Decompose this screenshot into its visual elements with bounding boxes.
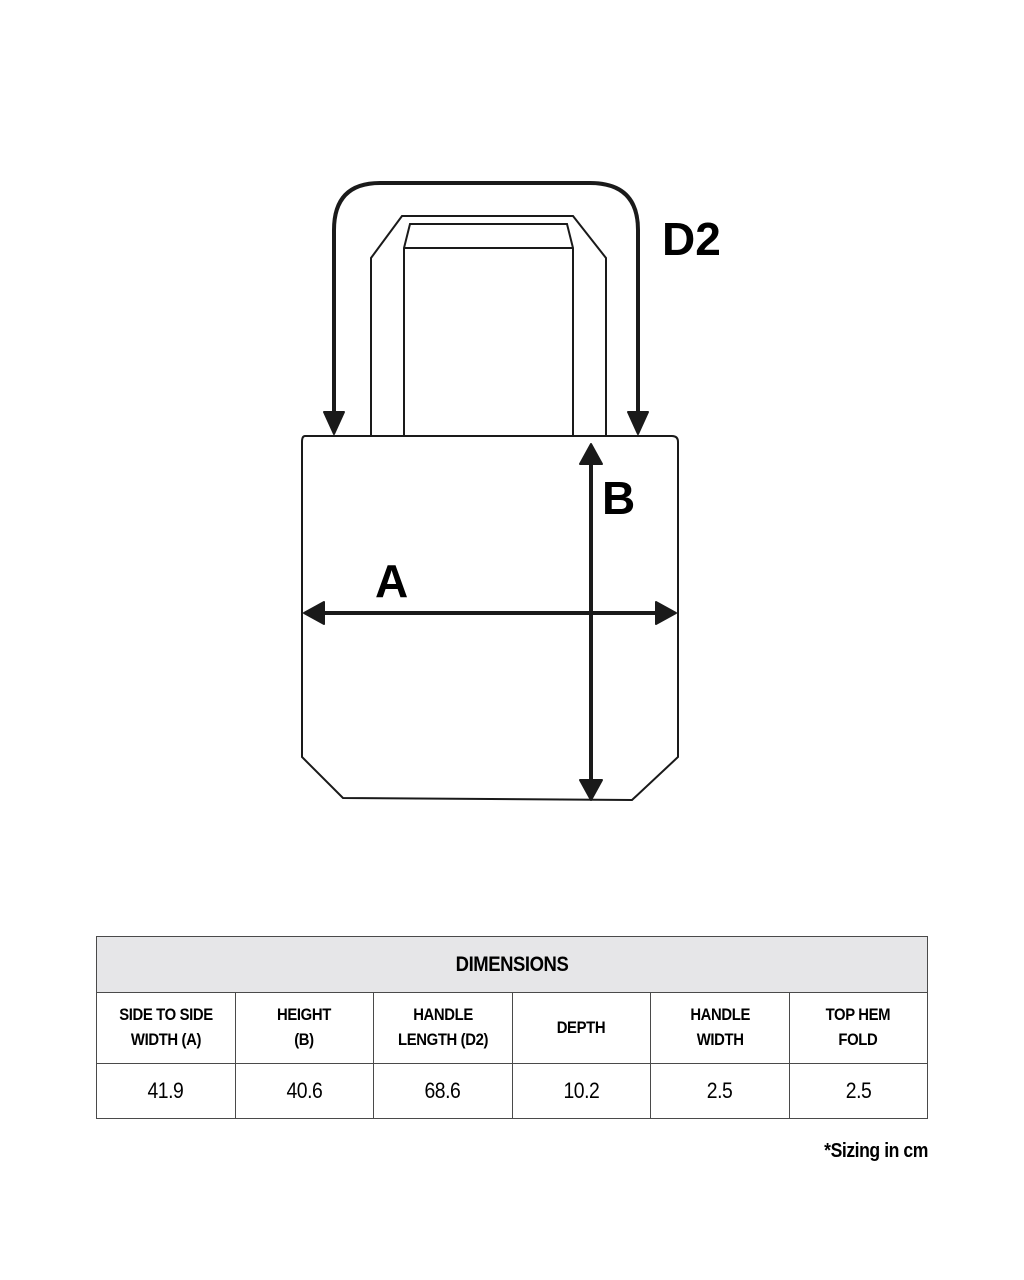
value-text: 41.9 <box>147 1078 184 1103</box>
value-side-to-side-width: 41.9 <box>96 1063 236 1119</box>
value-height: 40.6 <box>234 1063 374 1119</box>
a-arrowhead-left <box>303 601 325 625</box>
tote-bag-diagram: D2 B A <box>301 181 721 802</box>
d2-arrowhead-right <box>627 411 649 435</box>
header-side-to-side-width: SIDE TO SIDE WIDTH (A) <box>96 992 236 1064</box>
value-handle-width: 2.5 <box>650 1063 790 1119</box>
header-text: HEIGHT (B) <box>277 1006 332 1049</box>
value-text: 40.6 <box>286 1078 323 1103</box>
bag-handle-outer <box>370 215 607 436</box>
d2-handle-length-arrow <box>332 181 640 420</box>
bag-body-outline <box>301 435 679 802</box>
dimensions-table-title: DIMENSIONS <box>96 936 928 993</box>
value-handle-length: 68.6 <box>373 1063 513 1119</box>
sizing-footnote: *Sizing in cm <box>824 1140 928 1162</box>
value-text: 68.6 <box>424 1078 461 1103</box>
header-handle-width: HANDLE WIDTH <box>650 992 790 1064</box>
value-text: 10.2 <box>563 1078 600 1103</box>
value-text: 2.5 <box>706 1078 733 1103</box>
a-arrowhead-right <box>655 601 677 625</box>
label-a: A <box>375 555 408 607</box>
value-top-hem-fold: 2.5 <box>788 1063 928 1119</box>
header-text: SIDE TO SIDE WIDTH (A) <box>118 1006 213 1049</box>
label-d2: D2 <box>662 213 721 265</box>
dimensions-header-row: SIDE TO SIDE WIDTH (A) HEIGHT (B) HANDLE… <box>96 992 928 1064</box>
b-arrowhead-bottom <box>579 779 603 801</box>
bag-handle-inner <box>403 223 574 436</box>
label-b: B <box>602 472 635 524</box>
header-text: DEPTH <box>556 1018 606 1037</box>
dimensions-table: DIMENSIONS SIDE TO SIDE WIDTH (A) HEIGHT… <box>96 936 928 1119</box>
header-text: HANDLE WIDTH <box>689 1006 750 1049</box>
header-text: TOP HEM FOLD <box>825 1006 891 1049</box>
value-depth: 10.2 <box>511 1063 651 1119</box>
header-text: HANDLE LENGTH (D2) <box>397 1006 488 1049</box>
b-arrowhead-top <box>579 443 603 465</box>
header-depth: DEPTH <box>511 992 651 1064</box>
header-handle-length: HANDLE LENGTH (D2) <box>373 992 513 1064</box>
dimensions-value-row: 41.9 40.6 68.6 10.2 2.5 2.5 <box>96 1063 928 1119</box>
dimensions-title-text: DIMENSIONS <box>455 952 569 976</box>
d2-arrowhead-left <box>323 411 345 435</box>
header-height: HEIGHT (B) <box>234 992 374 1064</box>
header-top-hem-fold: TOP HEM FOLD <box>788 992 928 1064</box>
value-text: 2.5 <box>845 1078 872 1103</box>
